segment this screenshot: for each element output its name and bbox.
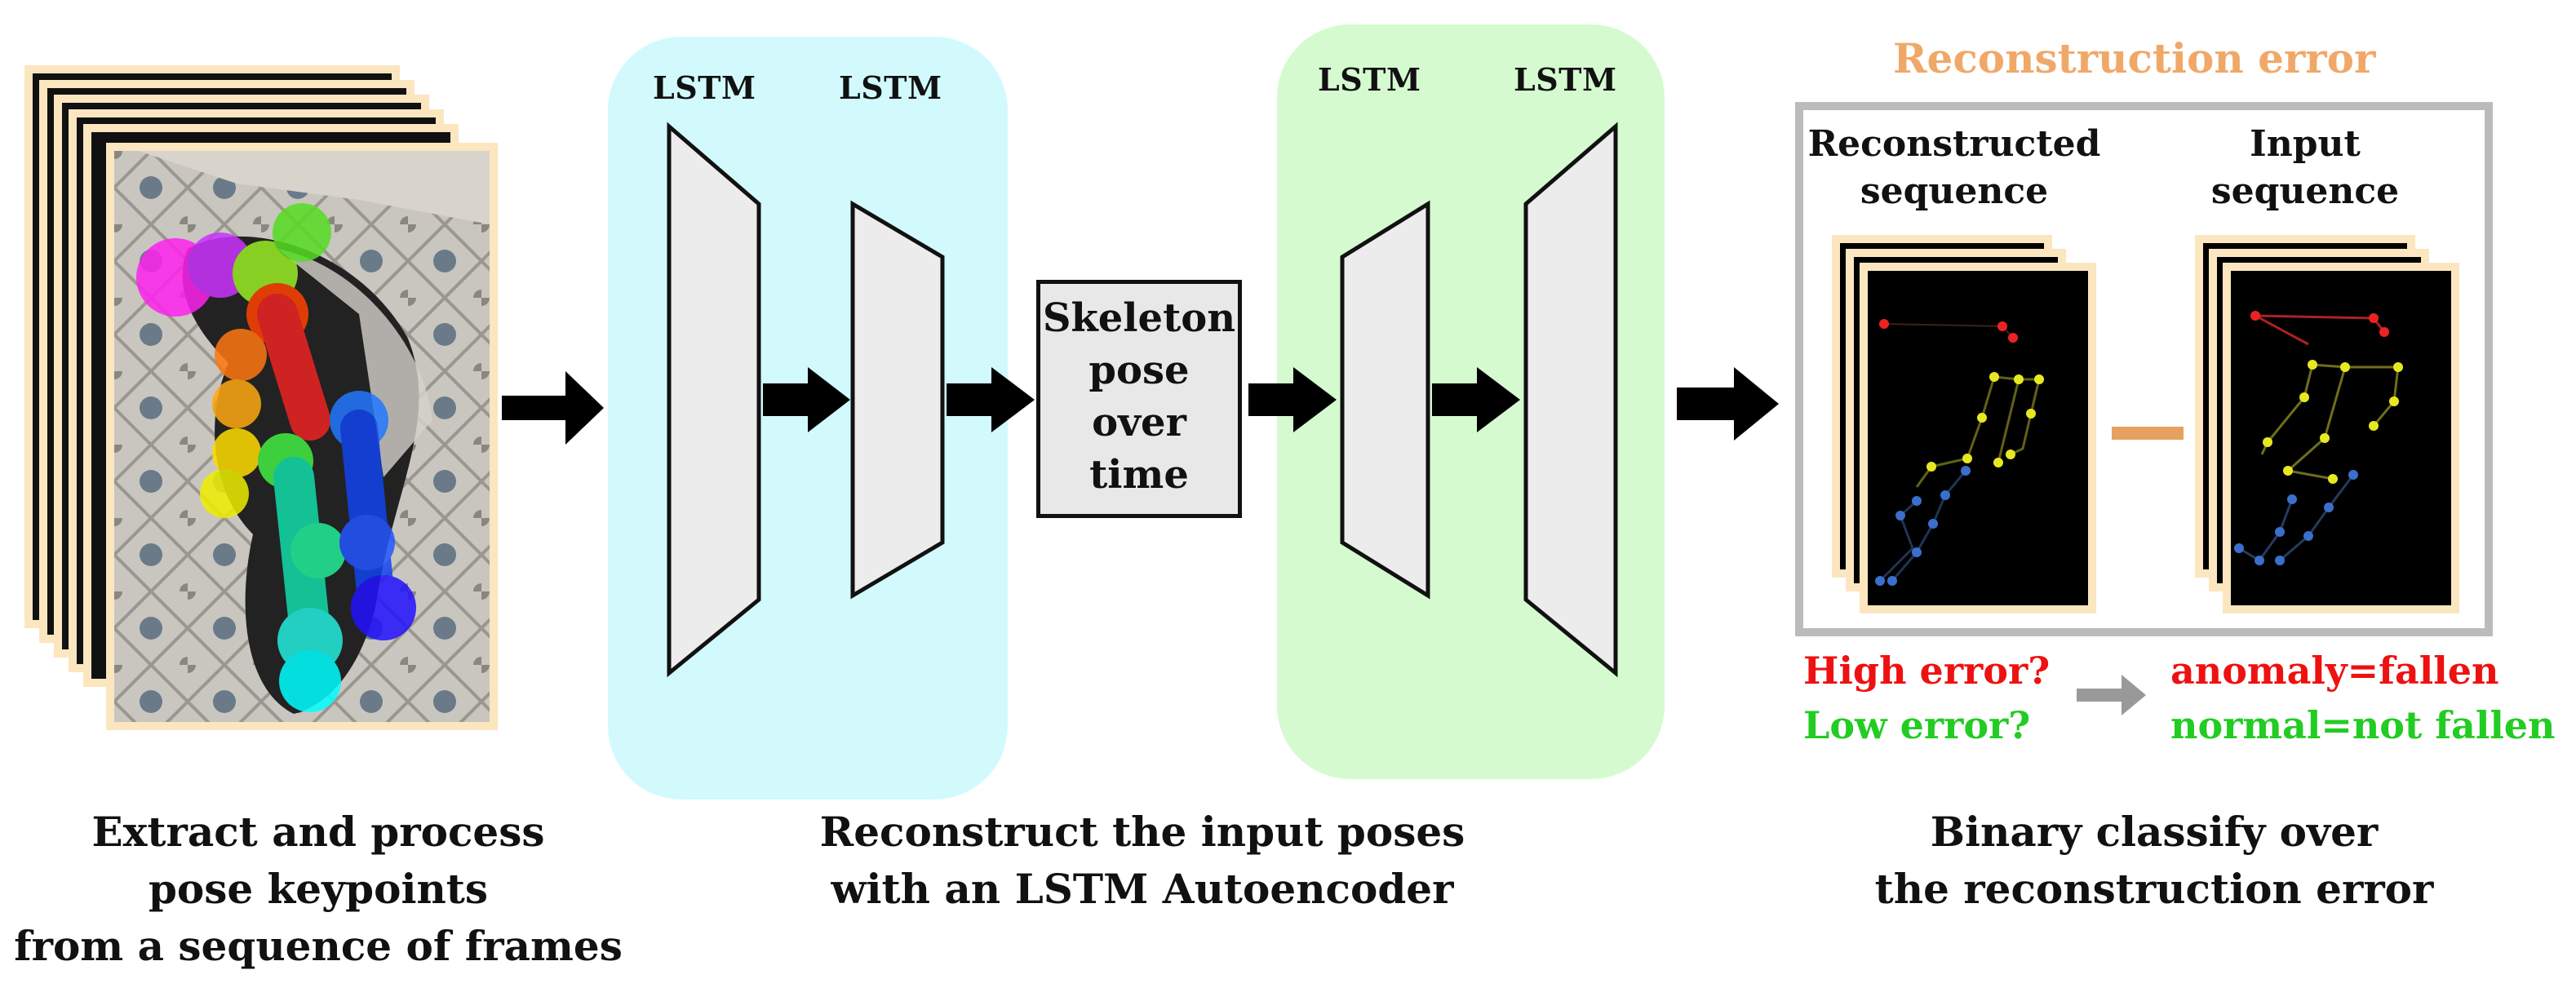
latent-line: time (1089, 452, 1189, 498)
decoder-layer-2 (1523, 122, 1618, 678)
stage1-caption: Extract and process pose keypoints from … (0, 804, 636, 975)
reconstruction-box (1795, 102, 2493, 636)
caption-line: Extract and process (91, 808, 545, 856)
decoder-lstm-label-2: LSTM (1514, 61, 1617, 98)
mini-frame-front (2223, 263, 2459, 613)
arrows (763, 367, 1779, 441)
caption-line: pose keypoints (148, 865, 489, 913)
decoder-lstm-label-1: LSTM (1318, 61, 1421, 98)
arrow-right-gray (2077, 675, 2146, 715)
latent-line: over (1092, 400, 1186, 445)
caption-line: with an LSTM Autoencoder (831, 865, 1454, 913)
latent-box: Skeleton pose over time (1036, 280, 1242, 518)
latent-line: pose (1088, 348, 1190, 393)
label-line: Input (2250, 123, 2361, 165)
input-label: Input sequence (2170, 121, 2440, 215)
mini-frame-front (1860, 263, 2096, 613)
caption-line: the reconstruction error (1874, 865, 2434, 913)
encoder-lstm-label-2: LSTM (839, 69, 942, 106)
decoder-layer-1 (1340, 200, 1430, 600)
pose-frame-image (106, 143, 498, 730)
stage2-caption: Reconstruct the input poses with an LSTM… (734, 804, 1550, 918)
reconstructed-label: Reconstructed sequence (1807, 121, 2101, 215)
normal-text: normal=not fallen (2170, 703, 2556, 747)
encoder-layer-1 (667, 122, 761, 678)
stage3-caption: Binary classify over the reconstruction … (1762, 804, 2546, 918)
frame-stack (24, 65, 530, 734)
autoencoder-diagram (667, 122, 1779, 678)
pose-keypoints-image (114, 151, 490, 722)
high-error-text: High error? (1803, 649, 2051, 693)
anomaly-text: anomaly=fallen (2170, 649, 2499, 693)
label-line: Reconstructed (1807, 123, 2101, 165)
reconstructed-skeleton (1875, 319, 2044, 586)
low-error-text: Low error? (1803, 703, 2031, 747)
reconstruction-title: Reconstruction error (1893, 34, 2376, 82)
latent-line: Skeleton (1042, 295, 1236, 341)
caption-line: Binary classify over (1930, 808, 2379, 856)
input-skeleton (2234, 311, 2403, 565)
label-line: sequence (2210, 171, 2400, 212)
minus-operator (2112, 427, 2184, 440)
caption-line: from a sequence of frames (14, 922, 623, 970)
arrow-right (502, 371, 604, 445)
encoder-lstm-label-1: LSTM (653, 69, 756, 106)
caption-line: Reconstruct the input poses (819, 808, 1465, 856)
encoder-layer-2 (850, 200, 945, 600)
label-line: sequence (1860, 171, 2049, 212)
